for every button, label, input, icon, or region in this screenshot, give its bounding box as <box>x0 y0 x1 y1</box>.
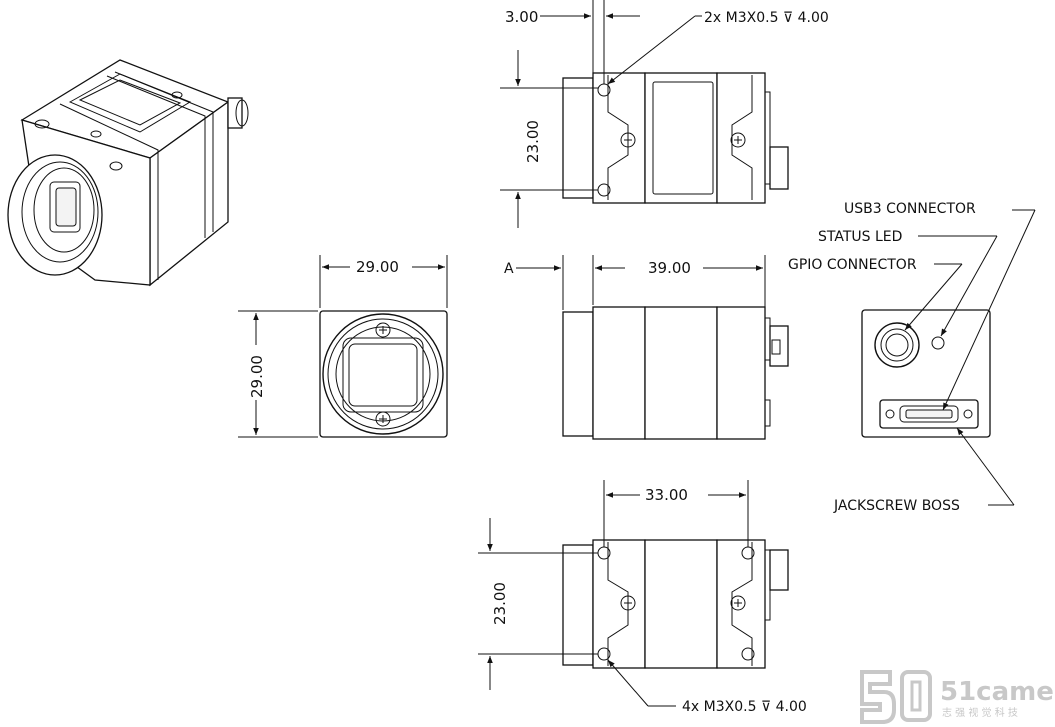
jackscrew-label: JACKSCREW BOSS <box>833 498 960 514</box>
front-height-label: 29.00 <box>248 355 266 398</box>
status-led-callout: STATUS LED <box>818 229 998 337</box>
front-width-dimension: 29.00 <box>319 255 448 308</box>
bottom-holes-label: 4x M3X0.5 ⊽ 4.00 <box>682 699 807 715</box>
bottom-length-label: 33.00 <box>645 486 688 504</box>
top-height-dimension: 23.00 <box>500 50 598 228</box>
watermark-logo: 51camera 志 强 视 觉 科 技 <box>860 670 1055 724</box>
usb3-label: USB3 CONNECTOR <box>844 201 976 217</box>
top-height-label: 23.00 <box>524 120 542 163</box>
status-led-label: STATUS LED <box>818 229 902 245</box>
side-datum-label: A <box>504 261 514 277</box>
front-width-label: 29.00 <box>356 258 399 276</box>
top-holes-label: 2x M3X0.5 ⊽ 4.00 <box>704 10 829 26</box>
watermark-subtitle: 志 强 视 觉 科 技 <box>942 706 1018 719</box>
top-view <box>562 72 789 204</box>
rear-view <box>861 309 991 438</box>
bottom-height-label: 23.00 <box>491 582 509 625</box>
watermark-brand: 51camera <box>940 677 1055 707</box>
side-datum-dimension: A <box>504 255 564 310</box>
usb3-callout: USB3 CONNECTOR <box>844 201 1036 411</box>
front-view <box>319 310 448 438</box>
top-hole-offset-label: 3.00 <box>505 8 538 26</box>
top-holes-callout: 2x M3X0.5 ⊽ 4.00 <box>607 10 829 85</box>
jackscrew-callout: JACKSCREW BOSS <box>833 427 1015 514</box>
front-height-dimension: 29.00 <box>238 310 318 438</box>
side-length-label: 39.00 <box>648 259 691 277</box>
isometric-view <box>7 59 249 287</box>
top-hole-offset-dimension: 3.00 <box>505 0 640 84</box>
gpio-callout: GPIO CONNECTOR <box>788 257 963 331</box>
bottom-holes-callout: 4x M3X0.5 ⊽ 4.00 <box>607 659 807 715</box>
side-view <box>562 306 789 440</box>
gpio-label: GPIO CONNECTOR <box>788 257 917 273</box>
side-length-dimension: 39.00 <box>592 255 766 316</box>
bottom-height-dimension: 23.00 <box>478 518 598 690</box>
bottom-view <box>562 539 789 669</box>
bottom-length-dimension: 33.00 <box>603 480 749 547</box>
